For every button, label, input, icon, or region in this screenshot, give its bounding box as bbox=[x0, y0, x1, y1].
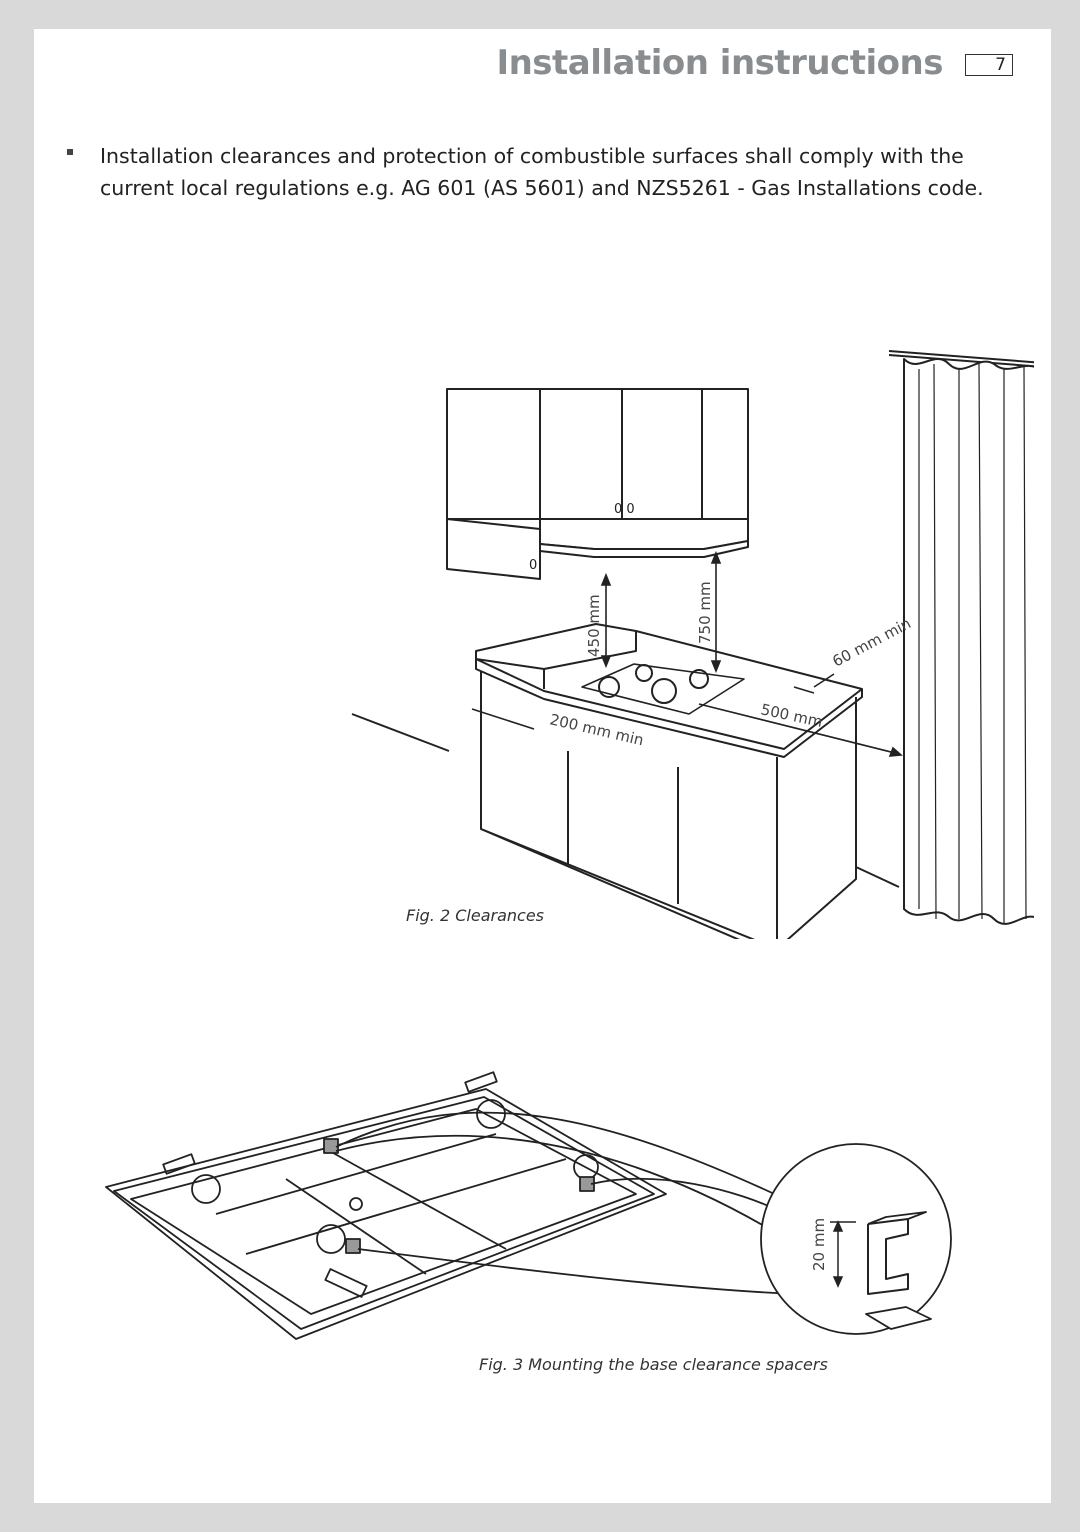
svg-text:0 0: 0 0 bbox=[614, 502, 635, 517]
figure-2-caption: Fig. 2 Clearances bbox=[406, 906, 545, 925]
clearance-note: Installation clearances and protection o… bbox=[67, 140, 1017, 204]
clearance-note-text: Installation clearances and protection o… bbox=[100, 144, 984, 200]
page-title: Installation instructions bbox=[496, 43, 943, 83]
dim-20-label: 20 mm bbox=[810, 1218, 828, 1271]
dim-750-label: 750 mm bbox=[696, 581, 714, 644]
dim-500-label: 500 mm bbox=[759, 700, 824, 731]
bullet-icon bbox=[67, 149, 73, 155]
manual-page: Installation instructions 7 Installation… bbox=[34, 29, 1051, 1503]
spacers-figure: 20 mm bbox=[105, 1071, 952, 1340]
page-header: Installation instructions 7 bbox=[496, 43, 1013, 83]
svg-text:0: 0 bbox=[529, 558, 537, 573]
clearances-figure: 0 0 0 bbox=[351, 350, 1034, 939]
dim-450-label: 450 mm bbox=[585, 594, 603, 657]
page-number: 7 bbox=[965, 54, 1013, 76]
figure-3-caption: Fig. 3 Mounting the base clearance space… bbox=[479, 1355, 828, 1374]
dim-60-label: 60 mm min bbox=[829, 614, 914, 670]
